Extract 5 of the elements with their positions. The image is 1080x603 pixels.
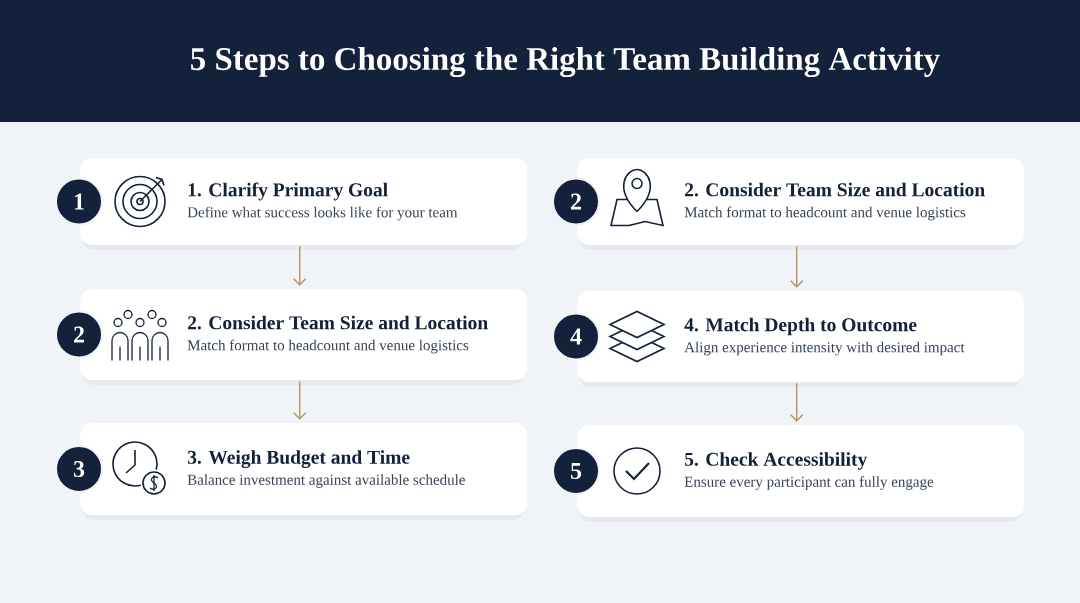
- arrow: [293, 380, 307, 420]
- arrow: [293, 245, 307, 286]
- arrow: [790, 382, 804, 422]
- title: 5 Steps to Choosing the Right Team Building Activity: [191, 46, 940, 78]
- arrow: [790, 245, 804, 288]
